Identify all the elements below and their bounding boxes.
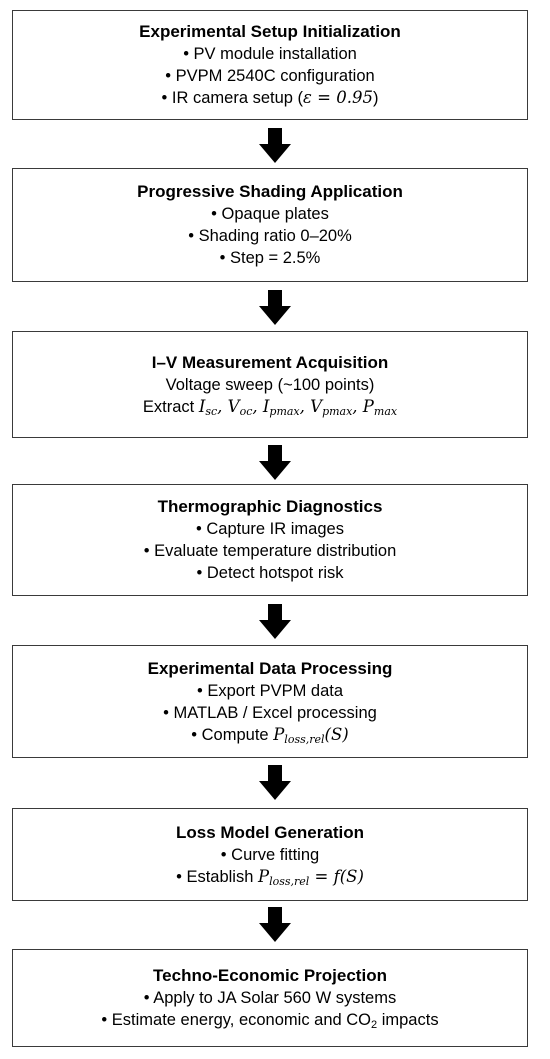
flow-arrow-down-icon [259,604,291,639]
step-item: • Evaluate temperature distribution [143,542,397,560]
step-thermographic-diagnostics: Thermographic Diagnostics • Capture IR i… [12,484,528,596]
flow-arrow-down-icon [259,765,291,800]
flow-arrow-down-icon [259,445,291,480]
flow-arrow-down-icon [259,290,291,325]
step-item: • IR camera setup (ε = 0.95) [161,88,379,107]
step-item: • PVPM 2540C configuration [165,67,375,85]
flow-arrow-down-icon [259,128,291,163]
step-progressive-shading: Progressive Shading Application • Opaque… [12,168,528,282]
step-item: • Apply to JA Solar 560 W systems [143,989,397,1007]
step-item: • MATLAB / Excel processing [163,703,377,722]
step-title: Thermographic Diagnostics [157,497,383,516]
step-item: • Opaque plates [211,205,329,223]
step-title: I–V Measurement Acquisition [151,352,389,372]
step-item: • Detect hotspot risk [196,564,344,582]
step-loss-model: Loss Model Generation • Curve fitting • … [12,808,528,901]
step-item: • Step = 2.5% [219,249,321,267]
loss-formula: Ploss,rel(S) [273,724,349,746]
step-iv-measurement: I–V Measurement Acquisition Voltage swee… [12,331,528,438]
step-item-estimate: • Estimate energy, economic and CO2 impa… [101,1011,439,1031]
step-title: Progressive Shading Application [137,182,403,201]
step-item-establish: • Establish Ploss,rel = f(S) [176,866,364,888]
step-item: • Capture IR images [196,520,344,538]
step-item-compute: • Compute Ploss,rel(S) [191,724,349,746]
step-experimental-setup: Experimental Setup Initialization • PV m… [12,10,528,120]
step-title: Experimental Data Processing [147,658,393,678]
step-item: • Curve fitting [220,845,320,864]
step-techno-economic: Techno-Economic Projection • Apply to JA… [12,949,528,1047]
step-item: • PV module installation [183,45,357,63]
loss-model-formula: Ploss,rel = f(S) [257,866,364,888]
step-title: Techno-Economic Projection [153,966,387,985]
step-item-extract: Extract Isc, Voc, Ipmax, Vpmax, Pmax [142,396,398,418]
step-title: Experimental Setup Initialization [139,22,401,41]
step-data-processing: Experimental Data Processing • Export PV… [12,645,528,758]
step-title: Loss Model Generation [176,822,364,842]
emissivity-formula: ε = 0.95 [303,88,373,107]
step-item: Voltage sweep (~100 points) [165,375,375,394]
iv-parameters: Isc, Voc, Ipmax, Vpmax, Pmax [198,396,398,418]
step-item: • Shading ratio 0–20% [188,227,352,245]
step-item: • Export PVPM data [196,681,344,700]
flow-arrow-down-icon [259,907,291,942]
